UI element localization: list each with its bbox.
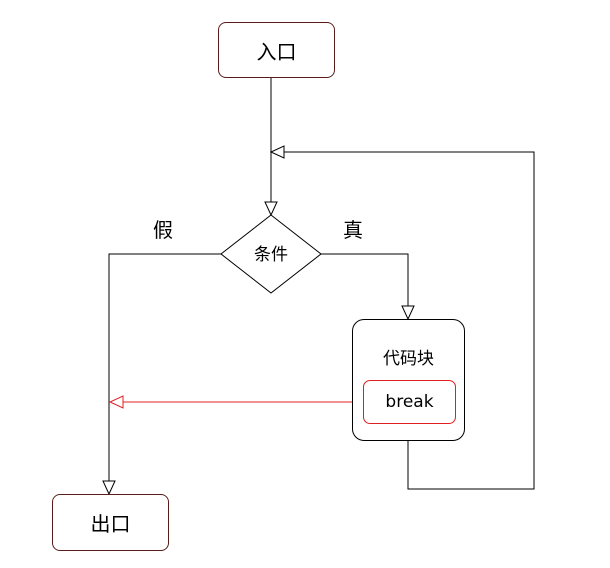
exit-node: 出口 [52,494,169,551]
arrowhead-code-block [401,305,415,321]
entry-label: 入口 [256,39,297,64]
edge-false-branch [108,253,221,481]
entry-node: 入口 [218,22,335,78]
code-block-label: 代码块 [383,349,434,369]
true-branch-label: 真 [343,218,363,242]
condition-label: 条件 [254,245,288,265]
break-label: break [385,392,434,412]
arrowhead-condition [264,201,278,217]
arrowhead-break [108,395,124,409]
false-branch-label: 假 [153,218,173,242]
arrowhead-loop-back [269,145,285,159]
exit-label: 出口 [90,512,131,536]
edge-true-branch [321,253,409,306]
code-block-node: 代码块 break [352,319,465,441]
condition-diamond [220,214,322,294]
break-node: break [363,380,456,424]
edge-loop-back [284,151,535,490]
arrowhead-exit [102,480,116,496]
